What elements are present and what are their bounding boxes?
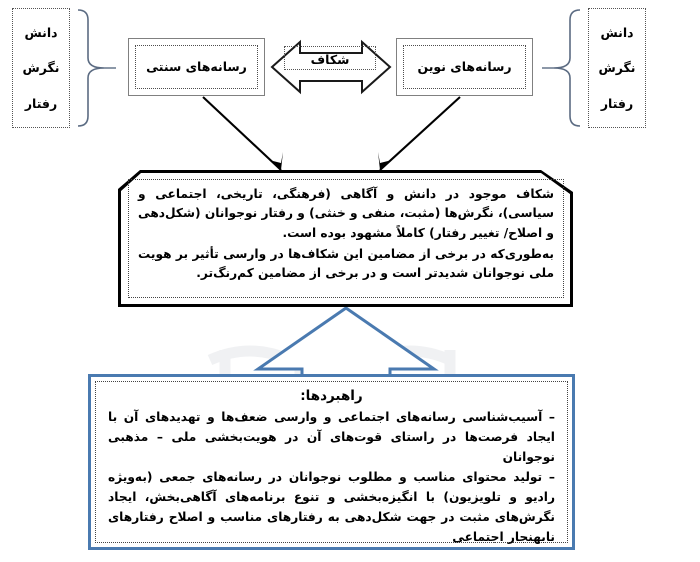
modern-media-label: رسانه‌های نوین	[417, 58, 512, 74]
attr-left-attitude: نگرش	[22, 60, 60, 76]
traditional-media-label: رسانه‌های سنتی	[146, 58, 247, 74]
strategy-item-2: – تولید محتوای مناسب و مطلوب نوجوانان در…	[108, 470, 555, 544]
strategies-box: راهبردها: – آسیب‌شناسی رسانه‌های اجتماعی…	[88, 374, 575, 550]
attr-right-attitude: نگرش	[598, 60, 636, 76]
gap-statement-paragraph-2: به‌طوری‌که در برخی از مضامین این شکاف‌ها…	[138, 246, 554, 281]
arrow-line-right	[379, 96, 461, 171]
attr-right-knowledge: دانش	[600, 25, 634, 41]
gap-statement-fill	[121, 173, 570, 304]
attr-left-behavior: رفتار	[24, 95, 58, 111]
gap-statement-inner: شکاف موجود در دانش و آگاهی (فرهنگی، تاری…	[128, 179, 564, 298]
traditional-media-inner: رسانه‌های سنتی	[135, 45, 258, 89]
modern-media-box[interactable]: رسانه‌های نوین	[396, 38, 533, 96]
gap-arrow-label: شکاف	[310, 52, 350, 67]
modern-media-inner: رسانه‌های نوین	[403, 45, 526, 89]
arrowhead-left	[269, 152, 283, 170]
attr-left-knowledge: دانش	[24, 25, 58, 41]
right-curly-brace-icon	[542, 9, 581, 127]
gap-statement-paragraph-1: شکاف موجود در دانش و آگاهی (فرهنگی، تاری…	[138, 187, 554, 240]
traditional-media-box[interactable]: رسانه‌های سنتی	[128, 38, 265, 96]
attributes-box-left: دانش نگرش رفتار	[12, 8, 70, 128]
blue-up-arrow-icon	[253, 306, 439, 378]
strategies-inner: راهبردها: – آسیب‌شناسی رسانه‌های اجتماعی…	[95, 381, 568, 544]
arrow-line-left	[202, 96, 282, 171]
attr-right-behavior: رفتار	[600, 95, 634, 111]
strategies-heading: راهبردها:	[300, 388, 363, 404]
attributes-box-right: دانش نگرش رفتار	[588, 8, 646, 128]
left-curly-brace-icon	[77, 9, 116, 127]
gap-statement-box: شکاف موجود در دانش و آگاهی (فرهنگی، تاری…	[118, 170, 573, 307]
strategy-item-1: – آسیب‌شناسی رسانه‌های اجتماعی و وارسی ض…	[108, 410, 555, 464]
arrowhead-right	[378, 152, 392, 170]
